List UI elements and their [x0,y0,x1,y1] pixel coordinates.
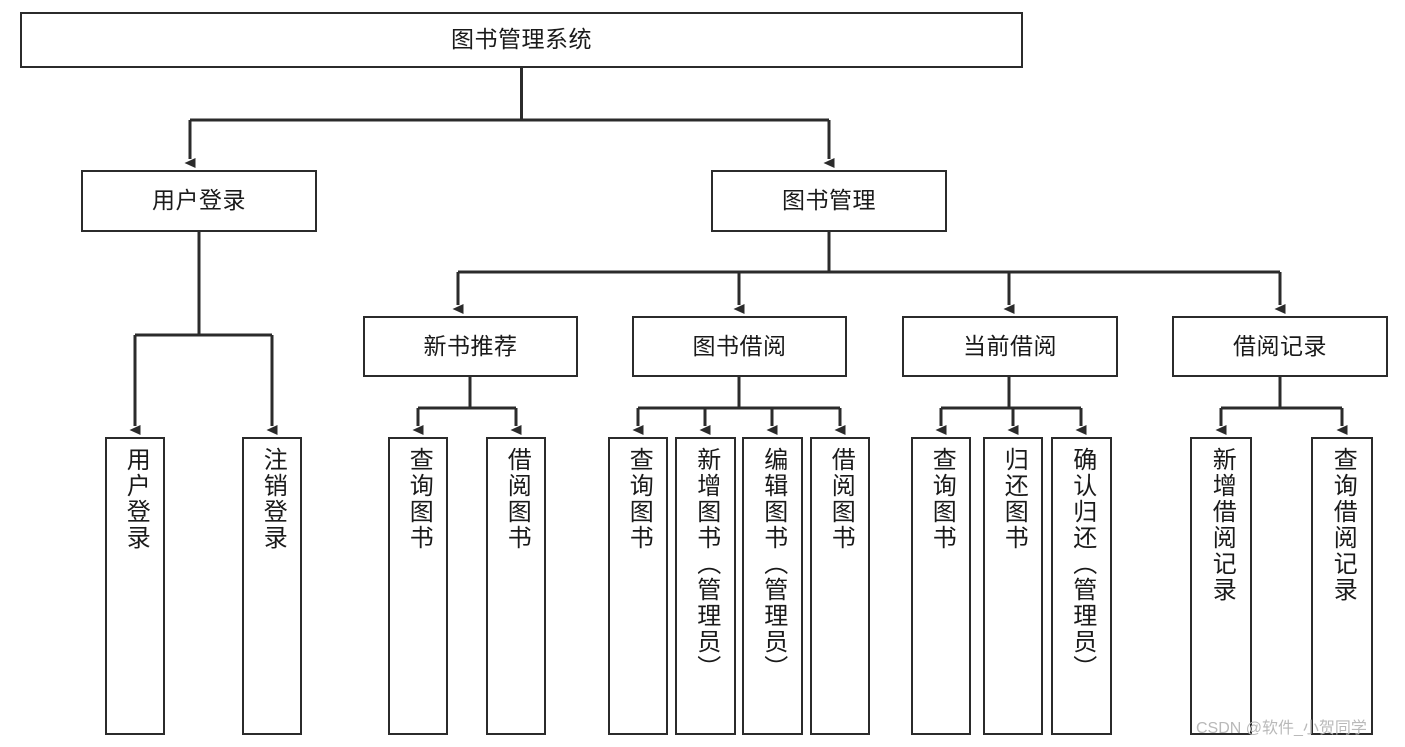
leaf-borrow-book[interactable]: 借阅图书 [810,437,870,735]
leaf-edit-book-admin-label: 编辑图书（管理员） [759,447,787,681]
leaf-user-login-label: 用户登录 [122,447,150,551]
node-new-book-recommend[interactable]: 新书推荐 [363,316,578,377]
leaf-confirm-return-admin[interactable]: 确认归还（管理员） [1051,437,1112,735]
node-borrow-record-label: 借阅记录 [1233,332,1327,359]
leaf-add-book-admin-label: 新增图书（管理员） [692,447,720,681]
leaf-query-book-borrow-label: 查询图书 [625,447,653,551]
node-borrow-record[interactable]: 借阅记录 [1172,316,1388,377]
leaf-borrow-book-recommend-label: 借阅图书 [503,447,531,551]
leaf-query-book-borrow[interactable]: 查询图书 [608,437,668,735]
leaf-add-borrow-record-label: 新增借阅记录 [1208,447,1236,603]
leaf-add-book-admin[interactable]: 新增图书（管理员） [675,437,736,735]
leaf-borrow-book-recommend[interactable]: 借阅图书 [486,437,546,735]
node-current-borrow-label: 当前借阅 [963,332,1057,359]
leaf-logout-login[interactable]: 注销登录 [242,437,302,735]
node-book-borrow-label: 图书借阅 [692,332,787,359]
leaf-user-login[interactable]: 用户登录 [105,437,165,735]
node-book-management-label: 图书管理 [782,187,876,214]
node-user-login-label: 用户登录 [152,187,246,214]
leaf-query-borrow-record-label: 查询借阅记录 [1329,447,1357,603]
node-new-book-recommend-label: 新书推荐 [423,332,518,359]
node-root[interactable]: 图书管理系统 [20,12,1023,68]
leaf-borrow-book-label: 借阅图书 [827,447,855,551]
leaf-query-borrow-record[interactable]: 查询借阅记录 [1311,437,1373,735]
node-book-borrow[interactable]: 图书借阅 [632,316,847,377]
node-root-label: 图书管理系统 [451,26,592,53]
leaf-edit-book-admin[interactable]: 编辑图书（管理员） [742,437,803,735]
leaf-query-book-recommend[interactable]: 查询图书 [388,437,448,735]
node-user-login[interactable]: 用户登录 [81,170,317,232]
leaf-query-book-current[interactable]: 查询图书 [911,437,971,735]
leaf-confirm-return-admin-label: 确认归还（管理员） [1068,447,1096,681]
node-book-management[interactable]: 图书管理 [711,170,947,232]
leaf-query-book-recommend-label: 查询图书 [405,447,433,551]
leaf-add-borrow-record[interactable]: 新增借阅记录 [1190,437,1252,735]
leaf-return-book[interactable]: 归还图书 [983,437,1043,735]
leaf-query-book-current-label: 查询图书 [928,447,956,551]
leaf-return-book-label: 归还图书 [1000,447,1028,551]
leaf-logout-login-label: 注销登录 [259,447,287,551]
node-current-borrow[interactable]: 当前借阅 [902,316,1118,377]
